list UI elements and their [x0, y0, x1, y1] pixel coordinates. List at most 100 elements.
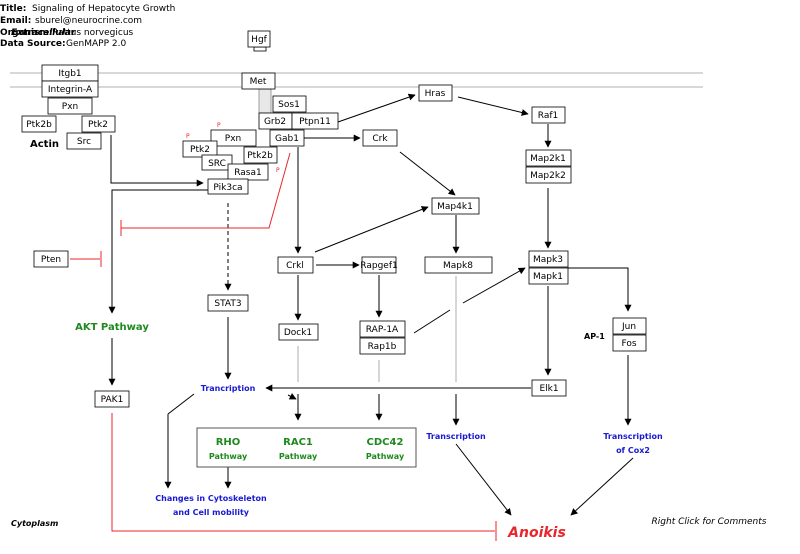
transcription-mapk8-label: Transcription [426, 432, 486, 441]
svg-text:Grb2: Grb2 [264, 117, 286, 127]
organism-value: Rattus norvegicus [52, 28, 134, 38]
svg-text:Crk: Crk [372, 134, 388, 144]
svg-text:Map2k1: Map2k1 [530, 154, 566, 164]
svg-text:Dock1: Dock1 [284, 328, 312, 338]
small-gtpase-pathways-box [196, 427, 417, 468]
gene-dock1[interactable]: Dock1 [278, 323, 319, 341]
gene-sos1[interactable]: Sos1 [272, 95, 307, 113]
svg-text:Rapgef1: Rapgef1 [360, 261, 397, 271]
edge-mapk-ap1 [568, 267, 632, 312]
gene-ptk2-left[interactable]: Ptk2 [81, 115, 116, 133]
svg-text:Mapk1: Mapk1 [533, 272, 563, 282]
phospho-mark-ptk2: P [186, 133, 190, 140]
akt-pathway-label: AKT Pathway [75, 322, 149, 333]
edge-crkl-map4k1 [314, 206, 429, 253]
gene-pxn-left[interactable]: Pxn [47, 97, 93, 115]
gene-crkl[interactable]: Crkl [277, 256, 314, 274]
transcription-cox2-label-1: Transcription [603, 432, 663, 441]
svg-text:Crkl: Crkl [286, 261, 304, 271]
svg-text:Mapk3: Mapk3 [533, 255, 563, 265]
email-value: sburel@neurocrine.com [35, 16, 142, 26]
anoikis-label: Anoikis [507, 525, 566, 541]
gene-rap-1a[interactable]: RAP-1A [359, 320, 406, 338]
gene-stat3[interactable]: STAT3 [207, 294, 249, 312]
actin-label: Actin [30, 139, 59, 150]
right-click-comments[interactable]: Right Click for Comments [652, 517, 767, 527]
gene-integrin-a[interactable]: Integrin-A [41, 80, 99, 98]
gene-rap1b[interactable]: Rap1b [359, 337, 406, 355]
gene-fos[interactable]: Fos [612, 334, 647, 352]
organism-label: Organism: [0, 28, 52, 38]
svg-text:Itgb1: Itgb1 [58, 69, 81, 79]
edges [108, 93, 634, 516]
gene-rapgef1[interactable]: Rapgef1 [360, 256, 398, 274]
cdc42-pathway-label: Pathway [366, 452, 405, 461]
gene-map2k1[interactable]: Map2k1 [525, 149, 572, 167]
svg-text:Pxn: Pxn [225, 134, 241, 144]
cdc42-label: CDC42 [367, 437, 404, 448]
gene-mapk8[interactable]: Mapk8 [424, 256, 493, 274]
gene-raf1[interactable]: Raf1 [531, 106, 566, 124]
phospho-mark-gab1: P [276, 167, 280, 174]
gene-ptpn11[interactable]: Ptpn11 [291, 112, 339, 130]
gene-met[interactable]: Met [241, 72, 276, 90]
svg-text:Mapk8: Mapk8 [443, 261, 473, 271]
gene-hras[interactable]: Hras [418, 84, 453, 102]
gene-pten[interactable]: Pten [33, 250, 69, 268]
phospho-mark-pxn: P [217, 122, 221, 129]
gene-hgf[interactable]: Hgf [247, 30, 271, 48]
svg-text:Ptk2: Ptk2 [190, 145, 210, 155]
svg-text:Sos1: Sos1 [278, 100, 300, 110]
gene-pak1[interactable]: PAK1 [94, 390, 130, 408]
edge-side-tick [287, 393, 297, 400]
gene-jun[interactable]: Jun [612, 317, 647, 335]
edge-ptpn11-hras [337, 93, 416, 123]
gene-mapk3[interactable]: Mapk3 [528, 250, 569, 268]
edge-crk-map4k1 [399, 151, 456, 196]
svg-text:PAK1: PAK1 [101, 395, 124, 405]
svg-text:RAP-1A: RAP-1A [366, 325, 399, 335]
source-value: GenMAPP 2.0 [66, 39, 126, 49]
cytoskeleton-label-2: and Cell mobility [173, 508, 250, 517]
edge-cox2-anoikis [570, 457, 634, 516]
svg-text:Met: Met [250, 77, 267, 87]
svg-text:Hgf: Hgf [251, 35, 267, 45]
gene-src-left[interactable]: Src [66, 132, 102, 150]
svg-text:Ptk2b: Ptk2b [247, 151, 273, 161]
gene-src-mid[interactable]: SRC [201, 154, 233, 171]
cytoplasm-label: Cytoplasm [11, 519, 58, 528]
svg-text:SRC: SRC [208, 159, 226, 169]
gene-itgb1[interactable]: Itgb1 [41, 64, 99, 82]
edge-rap1-mapk-b [462, 267, 526, 304]
gene-rasa1[interactable]: Rasa1 [227, 163, 269, 181]
svg-text:Ptk2: Ptk2 [88, 120, 108, 130]
svg-text:Pik3ca: Pik3ca [213, 183, 242, 193]
gene-pxn-mid[interactable]: Pxn [210, 129, 257, 147]
gene-crk[interactable]: Crk [362, 129, 398, 147]
gene-ptk2b-left[interactable]: Ptk2b [21, 115, 57, 133]
header-block: Title: Signaling of Hepatocyte Growth Em… [0, 4, 175, 49]
svg-text:Jun: Jun [621, 322, 636, 332]
met-transmembrane [258, 88, 272, 114]
gene-pik3ca[interactable]: Pik3ca [207, 178, 249, 195]
svg-text:Rasa1: Rasa1 [234, 168, 262, 178]
edge-transcription-anoikis [455, 443, 512, 516]
gene-map2k2[interactable]: Map2k2 [525, 166, 572, 184]
svg-text:Map4k1: Map4k1 [437, 202, 473, 212]
svg-text:Fos: Fos [621, 339, 636, 349]
rac1-label: RAC1 [283, 437, 313, 448]
gene-grb2[interactable]: Grb2 [258, 112, 293, 130]
source-label: Data Source: [0, 39, 66, 49]
edge-pik3ca-akt [108, 189, 208, 314]
gene-elk1[interactable]: Elk1 [531, 379, 567, 397]
rac1-pathway-label: Pathway [279, 452, 318, 461]
inhibit-gab1-pik3ca [121, 152, 291, 229]
gene-ptk2b-mid[interactable]: Ptk2b [243, 146, 278, 164]
edge-transcription-cyto-a [167, 393, 195, 415]
gene-mapk1[interactable]: Mapk1 [528, 267, 569, 285]
svg-text:Elk1: Elk1 [539, 384, 558, 394]
gene-gab1[interactable]: Gab1 [269, 129, 305, 147]
gene-ptk2-mid[interactable]: Ptk2 [182, 140, 218, 158]
gene-map4k1[interactable]: Map4k1 [431, 197, 480, 215]
